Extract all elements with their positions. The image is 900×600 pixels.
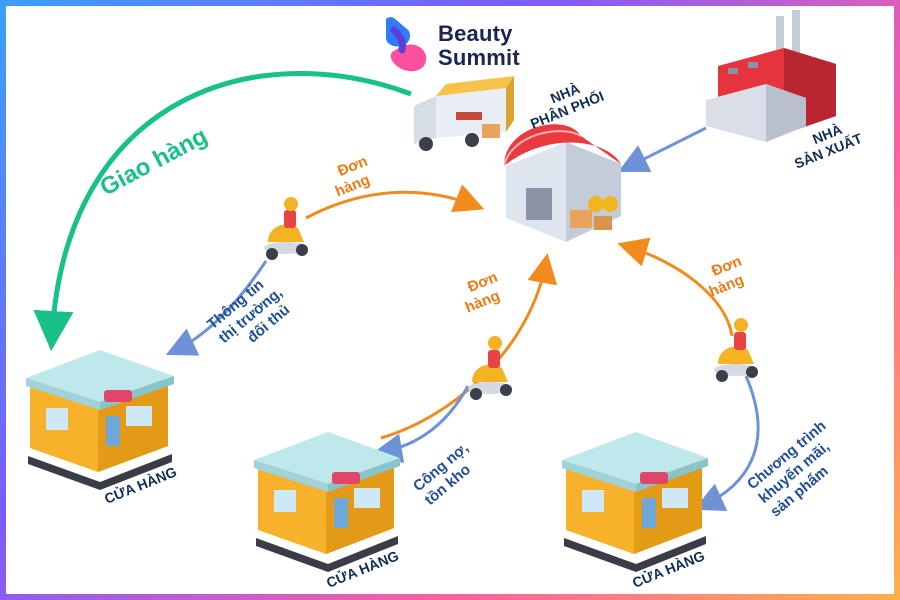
delivery-truck-icon <box>414 76 514 151</box>
shop-icon <box>26 350 174 490</box>
debt-stock-arrow <box>372 385 470 464</box>
market-info-arrow <box>165 260 268 356</box>
brand-name: Beauty Summit <box>438 22 520 70</box>
shop-icon <box>254 432 400 572</box>
diagram-canvas: Beauty Summit NHÀ PHÂN PHỐI NHÀ SẢN XUẤT… <box>6 6 894 594</box>
diagram-svg <box>26 10 836 572</box>
butterfly-logo <box>386 17 427 72</box>
shop-icon <box>562 432 708 572</box>
motorbike-courier-icon <box>714 318 758 382</box>
brand-line2: Summit <box>438 45 520 70</box>
promotions-arrow <box>693 375 760 511</box>
factory-icon <box>706 10 836 142</box>
warehouse-icon <box>503 124 621 242</box>
supply-arrow <box>617 126 707 173</box>
order-arrow-left <box>305 184 485 220</box>
delivery-arrow <box>33 70 412 351</box>
brand-line1: Beauty <box>438 21 513 46</box>
motorbike-courier-icon <box>468 336 512 400</box>
order-arrow-right <box>617 237 734 337</box>
motorbike-courier-icon <box>264 197 308 260</box>
